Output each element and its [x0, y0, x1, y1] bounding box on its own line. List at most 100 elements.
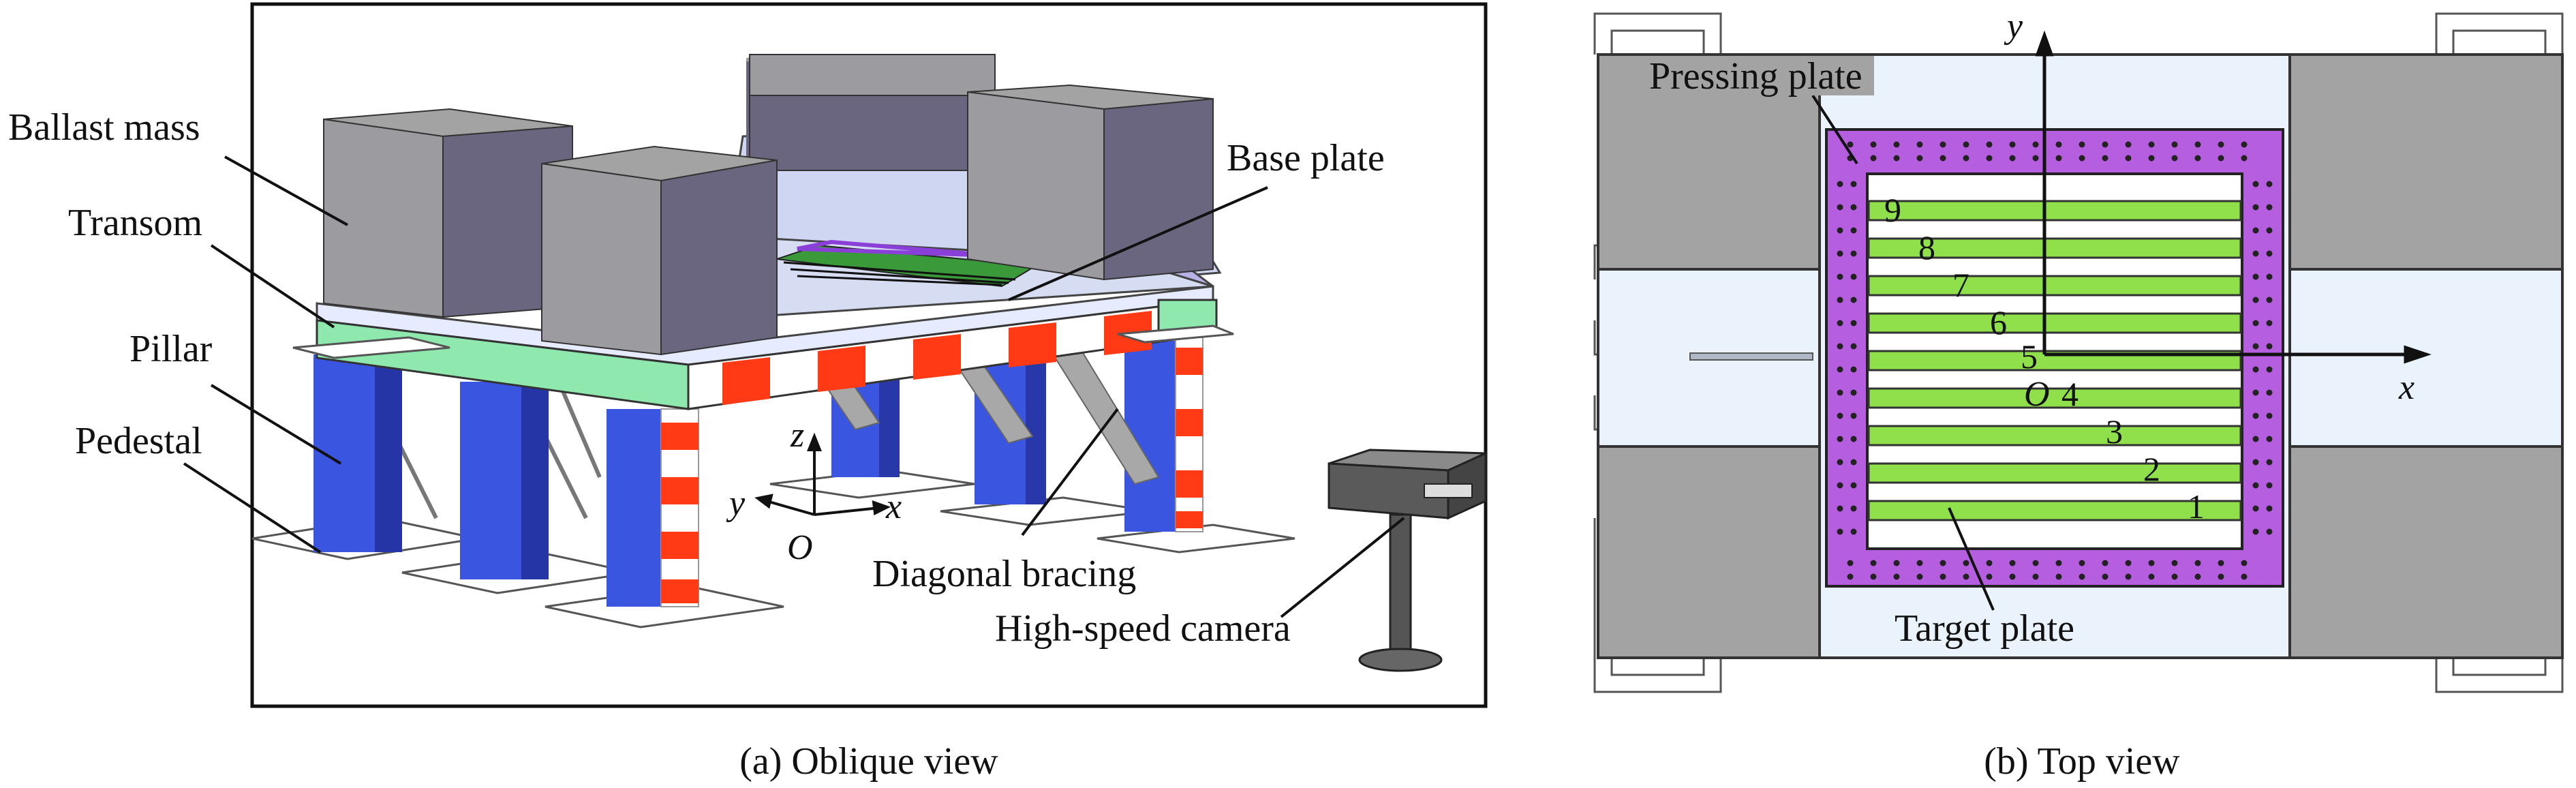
- rear-brace-3: [557, 380, 602, 479]
- bolt-hole: [1837, 297, 1843, 303]
- pressing-plate-bolts: [1837, 141, 2273, 580]
- label-target-plate: Target plate: [1895, 607, 2074, 650]
- axis-x-label-b: x: [2398, 368, 2414, 407]
- bolt-hole: [2125, 155, 2132, 162]
- bolt-hole: [1850, 250, 1857, 257]
- bolt-hole: [1850, 273, 1857, 280]
- strip-number-6: 6: [1990, 303, 2007, 342]
- pillar-6: [1124, 337, 1203, 532]
- bolt-hole: [2009, 141, 2016, 148]
- bolt-hole: [2055, 155, 2062, 162]
- bolt-hole: [2266, 297, 2273, 303]
- bolt-hole: [2079, 573, 2085, 580]
- origin-label-b: O: [2024, 375, 2050, 414]
- bolt-hole: [2252, 250, 2259, 257]
- pillars-front: [313, 354, 699, 607]
- bolt-hole: [1893, 141, 1900, 148]
- bolt-hole: [1837, 343, 1843, 350]
- strip-number-3: 3: [2106, 412, 2123, 451]
- bolt-hole: [2194, 155, 2201, 162]
- bolt-hole: [2079, 560, 2085, 566]
- bolt-hole: [2266, 436, 2273, 442]
- bolt-hole: [2148, 560, 2155, 566]
- bolt-hole: [2102, 155, 2109, 162]
- target-strip-2: [1867, 462, 2242, 484]
- pillar-2-side: [521, 382, 549, 579]
- bolt-hole: [2148, 141, 2155, 148]
- bolt-hole: [1870, 560, 1877, 566]
- bolt-hole: [2252, 505, 2259, 512]
- pillar-3: [607, 409, 661, 607]
- bolt-hole: [1963, 155, 1969, 162]
- bolt-hole: [2252, 297, 2259, 303]
- ballast-mass-front-left: [323, 108, 573, 318]
- target-strip-7: [1867, 275, 2242, 297]
- bolt-hole: [2032, 155, 2039, 162]
- bolt-hole: [1837, 482, 1843, 489]
- label-high-speed-camera: High-speed camera: [995, 607, 1291, 650]
- bolt-hole: [2102, 573, 2109, 580]
- bolt-hole: [1916, 573, 1923, 580]
- target-strip-8: [1867, 237, 2242, 259]
- label-ballast-mass: Ballast mass: [8, 106, 200, 149]
- bolt-hole: [1837, 505, 1843, 512]
- bolt-hole: [2009, 573, 2016, 580]
- bolt-hole: [2266, 528, 2273, 535]
- bolt-hole: [2171, 560, 2178, 566]
- leader-pillar: [210, 384, 342, 465]
- bolt-hole: [1837, 389, 1843, 396]
- bolt-hole: [2194, 573, 2201, 580]
- mass-top-left-lower: [1597, 445, 1821, 659]
- leader-pedestal: [183, 462, 322, 554]
- pressing-frame-edge: [797, 239, 996, 258]
- bolt-hole: [1870, 141, 1877, 148]
- bolt-hole: [1850, 482, 1857, 489]
- ballast-mass-back-left: [746, 54, 996, 171]
- bolt-hole: [2171, 155, 2178, 162]
- target-strip-3: [1867, 425, 2242, 446]
- leader-diagonal: [1021, 408, 1119, 536]
- bolt-hole: [1837, 227, 1843, 234]
- target-strips: [1867, 200, 2242, 521]
- ballast-masses: [323, 54, 1214, 356]
- camera-post: [1389, 513, 1412, 652]
- bolt-hole: [1963, 141, 1969, 148]
- bolt-hole: [2252, 459, 2259, 466]
- bolt-hole: [2241, 141, 2248, 148]
- bolt-hole: [2252, 181, 2259, 187]
- camera-base: [1358, 648, 1443, 672]
- bolt-hole: [1847, 560, 1854, 566]
- axis-triad-b: [2035, 30, 2432, 364]
- bolt-hole: [1837, 320, 1843, 327]
- bolt-hole: [1847, 141, 1854, 148]
- target-strip-9: [1867, 200, 2242, 222]
- axis-triad-a: [754, 432, 891, 516]
- bolt-hole: [1939, 573, 1946, 580]
- bolt-hole: [2266, 482, 2273, 489]
- pillar-cap-1: [292, 336, 450, 359]
- bolt-hole: [1870, 155, 1877, 162]
- bolt-hole: [2218, 141, 2224, 148]
- bolt-hole: [2125, 560, 2132, 566]
- bolt-hole: [2241, 155, 2248, 162]
- bolt-hole: [2266, 227, 2273, 234]
- bolt-hole: [1939, 141, 1946, 148]
- pillar-1-side: [375, 354, 402, 552]
- bolt-hole: [1986, 560, 1993, 566]
- bolt-hole: [2148, 155, 2155, 162]
- axis-y-label-b: y: [2004, 7, 2023, 46]
- bolt-hole: [2079, 155, 2085, 162]
- mass-top-right-lower: [2288, 445, 2564, 659]
- bolt-hole: [1847, 573, 1854, 580]
- bolt-hole: [1939, 560, 1946, 566]
- strip-number-5: 5: [2021, 337, 2038, 376]
- ballast-mass-front-right: [541, 145, 778, 356]
- target-grid-lines: [783, 261, 1016, 286]
- label-diagonal-bracing: Diagonal bracing: [872, 553, 1136, 595]
- strip-number-8: 8: [1918, 228, 1935, 267]
- bolt-hole: [1850, 320, 1857, 327]
- leader-lines-a: [183, 155, 1405, 618]
- caption-a: (a) Oblique view: [739, 740, 998, 783]
- x-axis-arrow-a: [814, 506, 880, 516]
